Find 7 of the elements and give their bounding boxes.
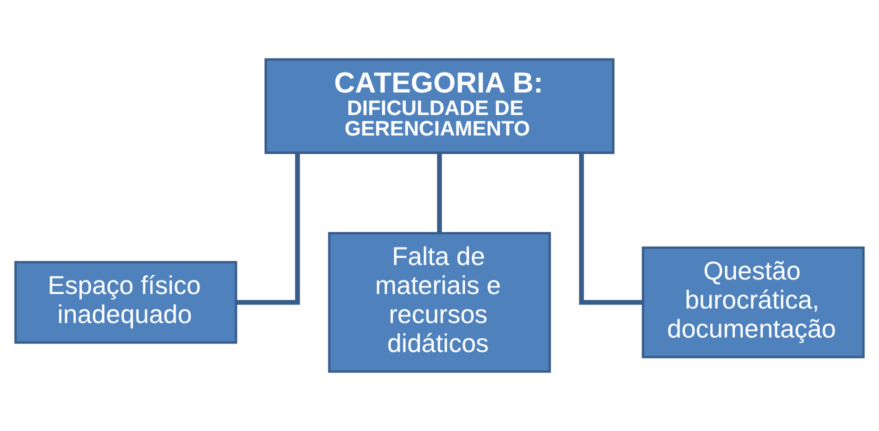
connector bbox=[236, 153, 300, 305]
node-box: Falta de materiais e recursos didáticos bbox=[328, 232, 551, 373]
node-box: Questão burocrática, documentação bbox=[642, 246, 865, 358]
node-box: CATEGORIA B: DIFICULDADE DE GERENCIAMENTO bbox=[264, 58, 614, 154]
connector bbox=[579, 153, 643, 305]
connector bbox=[437, 153, 442, 233]
node-box: Espaço físico inadequado bbox=[14, 260, 238, 344]
